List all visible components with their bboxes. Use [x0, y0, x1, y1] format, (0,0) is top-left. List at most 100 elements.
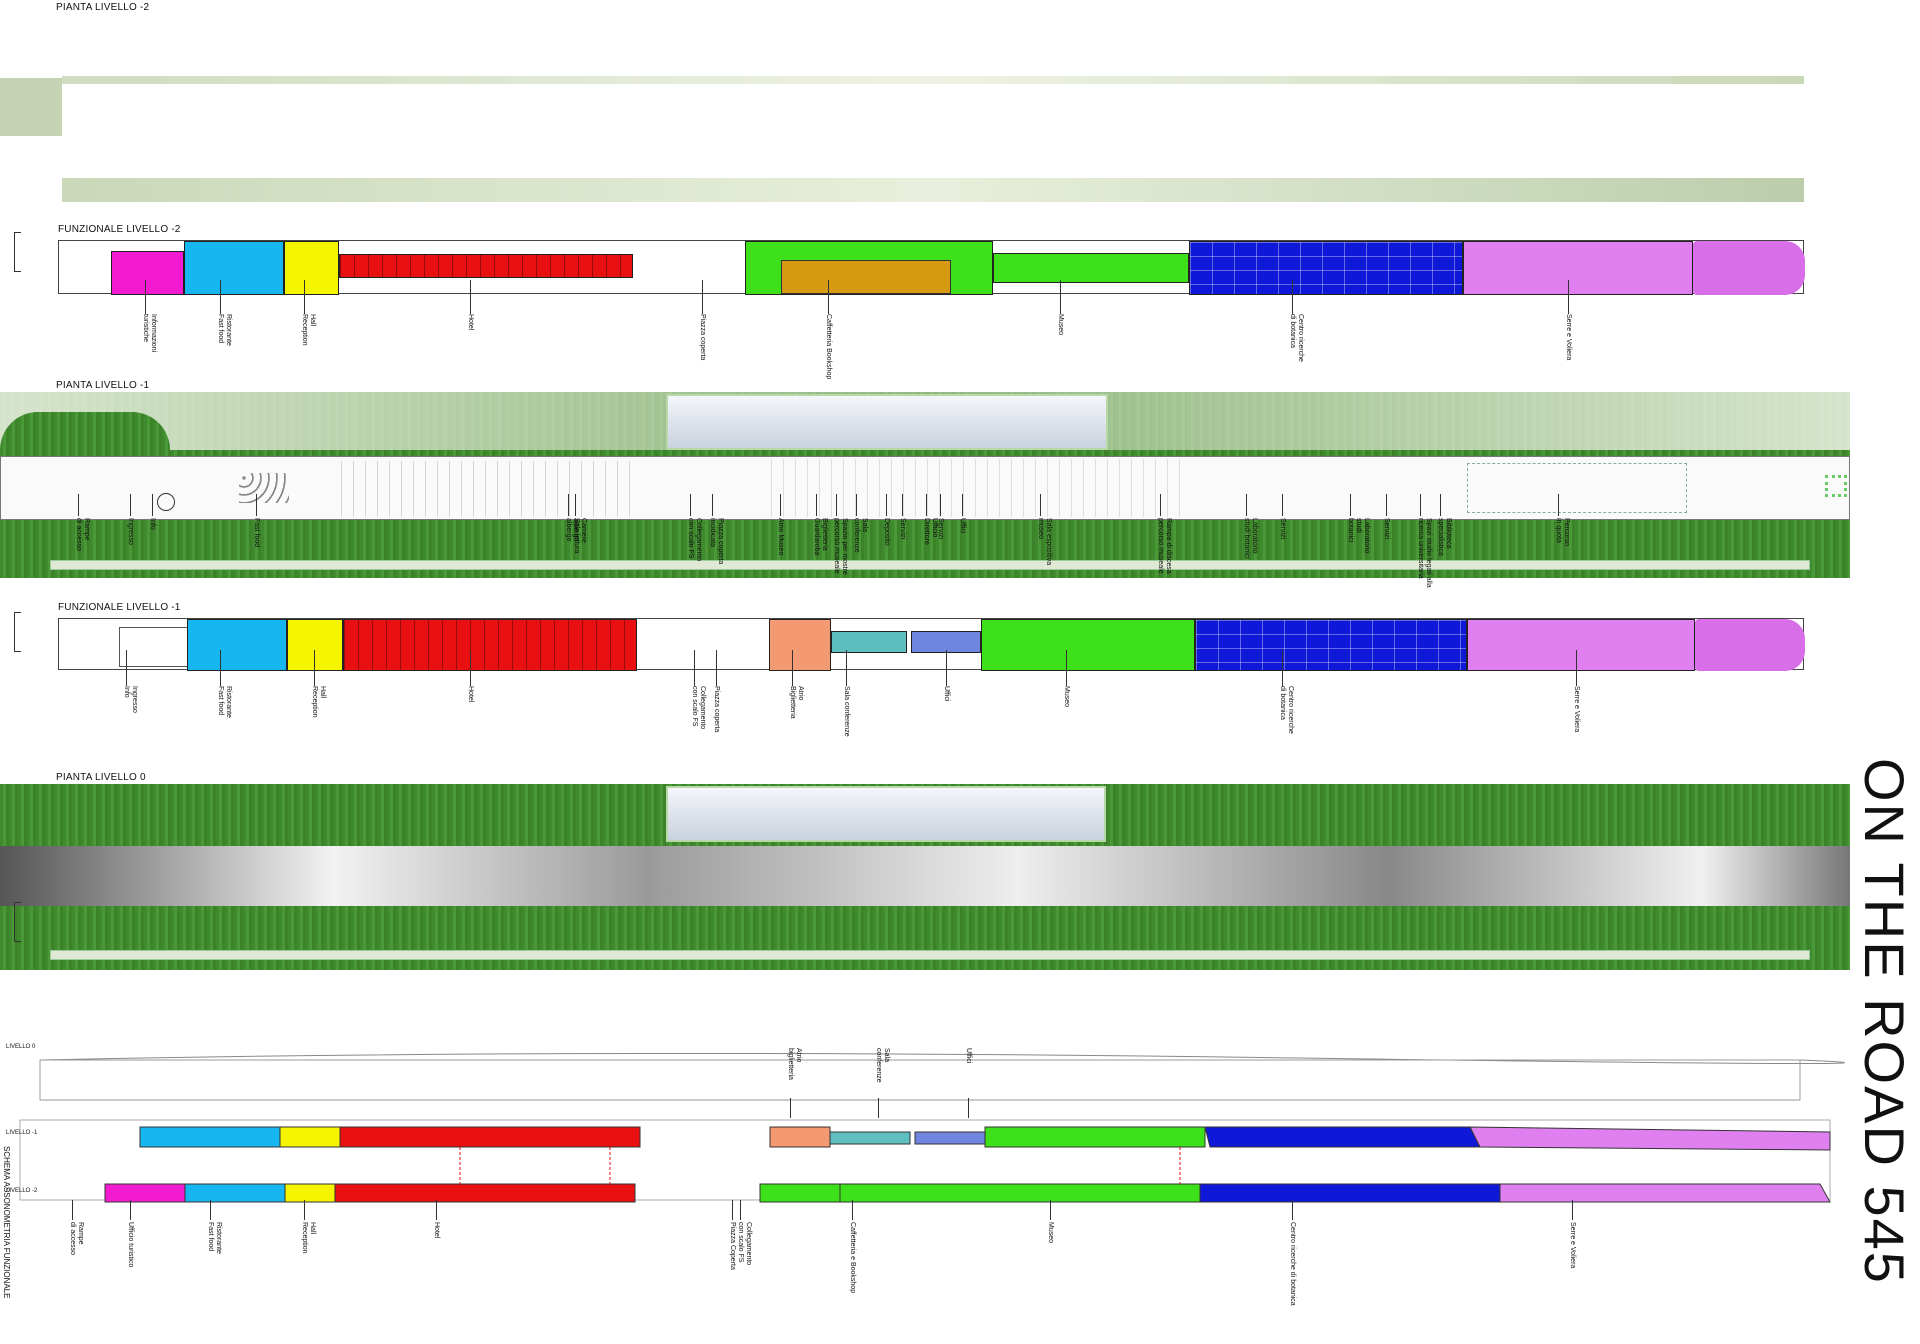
leader-line — [926, 494, 927, 516]
zone-museo-m1 — [981, 619, 1195, 671]
axonometric-schema — [19, 1052, 1845, 1203]
zone-bookshop — [781, 260, 951, 294]
zone-hall — [284, 241, 339, 295]
pianta-m2-bottom-strip — [62, 178, 1804, 202]
zone-sala-conferenze — [831, 631, 907, 653]
leader-line — [716, 650, 717, 686]
function-label: Ingresso — [127, 518, 134, 545]
zone-voliera-m1 — [1695, 619, 1805, 671]
function-label: Ristorante Fast food — [217, 686, 232, 718]
function-label: Laboratorio studi botanici — [1347, 518, 1370, 554]
leader-line — [732, 1200, 733, 1220]
function-label: Caffetteria Bookshop — [825, 314, 832, 380]
function-label: Serre e Voliera — [1569, 1222, 1576, 1269]
leader-line — [1440, 494, 1441, 516]
zone-caffetteria — [745, 241, 993, 295]
leader-line — [694, 650, 695, 686]
leader-line — [1572, 1200, 1573, 1220]
function-label: Centro ricerche di botanica — [1279, 686, 1294, 734]
function-label: Sala conferenze — [853, 518, 868, 553]
leader-line — [470, 280, 471, 314]
leader-line — [1040, 494, 1041, 516]
leader-line — [152, 494, 153, 516]
function-label: Spazi studio legati alla ricerca univers… — [1417, 518, 1432, 588]
leader-line — [1066, 650, 1067, 686]
function-label: Serre e Voliera — [1573, 686, 1580, 733]
function-label: Servizi — [937, 518, 944, 540]
leader-line — [962, 494, 963, 516]
pianta-m1-rail — [50, 560, 1810, 570]
function-label: Rampe di accesso — [69, 1222, 84, 1256]
function-label: Hall Reception — [301, 314, 316, 346]
leader-line — [878, 1098, 879, 1118]
schema-title: SCHEMA ASSONOMETRIA FUNZIONALE — [2, 1146, 11, 1299]
function-label: Piazza coperta — [713, 686, 720, 733]
zone-info-turistiche — [111, 251, 184, 295]
title-pianta-m1: PIANTA LIVELLO -1 — [56, 380, 150, 391]
function-label: Centro ricerche di botanica — [1289, 1222, 1296, 1306]
road-band — [0, 846, 1850, 906]
zone-museo — [993, 253, 1189, 283]
zone-centro-ricerche — [1189, 241, 1463, 295]
leader-line — [1160, 494, 1161, 516]
function-label: Servizi — [1279, 518, 1286, 540]
leader-line — [852, 1200, 853, 1220]
function-label: Ristorante Fast food — [217, 314, 232, 346]
leader-line — [1292, 1200, 1293, 1220]
amphitheatre-0 — [0, 796, 440, 844]
function-label: Servizi — [1383, 518, 1390, 540]
leader-line — [314, 650, 315, 686]
leader-line — [1282, 494, 1283, 516]
title-pianta-m2: PIANTA LIVELLO -2 — [56, 2, 150, 13]
node-icon — [1825, 475, 1847, 497]
function-label: Sala lettura albergo — [565, 518, 580, 554]
zone-serre-m1 — [1467, 619, 1695, 671]
leader-line — [740, 1200, 741, 1220]
leader-line — [220, 280, 221, 314]
function-label: Piazza Coperta — [729, 1222, 736, 1270]
zone-hall-m1 — [287, 619, 343, 671]
function-label: Uffici — [943, 686, 950, 702]
leader-line — [130, 494, 131, 516]
function-label: Servizi — [899, 518, 906, 540]
title-funz-m1: FUNZIONALE LIVELLO -1 — [58, 602, 181, 613]
leader-line — [126, 650, 127, 686]
pianta-0-skylight — [666, 786, 1106, 842]
leader-line — [575, 494, 576, 516]
function-label: Uffici — [959, 518, 966, 534]
funz-m2-frame — [58, 240, 1805, 295]
leader-line — [828, 280, 829, 314]
function-label: Piazza coperta — [699, 314, 706, 361]
function-label: Museo — [1063, 686, 1070, 708]
function-label: Atrio Biglietteria — [789, 686, 804, 719]
pianta-m2-top-strip — [62, 76, 1804, 84]
zone-centro-m1 — [1195, 619, 1467, 671]
museum-plan — [771, 459, 1191, 517]
zone-voliera — [1693, 241, 1805, 295]
leader-line — [856, 494, 857, 516]
leader-line — [1386, 494, 1387, 516]
leader-line — [816, 494, 817, 516]
leader-line — [1060, 280, 1061, 314]
leader-line — [72, 1200, 73, 1220]
amphitheatre-m1 — [0, 412, 170, 450]
leader-line — [690, 494, 691, 516]
function-label: Collegamento con scalo FS — [687, 518, 702, 562]
zone-hotel-m1 — [343, 619, 637, 671]
function-label: Ufficio turistico — [127, 1222, 134, 1268]
serre-path-plan — [1467, 463, 1687, 513]
function-label: Hall Reception — [311, 686, 326, 718]
scale-bar — [14, 612, 22, 652]
function-label: Rampe di accesso — [75, 518, 90, 552]
leader-line — [902, 494, 903, 516]
leader-line — [836, 494, 837, 516]
function-label: Piazza coperta incidicata — [709, 518, 724, 565]
leader-line — [780, 494, 781, 516]
leader-line — [946, 650, 947, 686]
level-tag: LIVELLO -2 — [6, 1188, 38, 1194]
function-label: Informazioni turistiche — [142, 314, 157, 353]
leader-line — [220, 650, 221, 686]
leader-line — [1420, 494, 1421, 516]
function-label: Biblioteca specialistica — [1437, 518, 1452, 556]
